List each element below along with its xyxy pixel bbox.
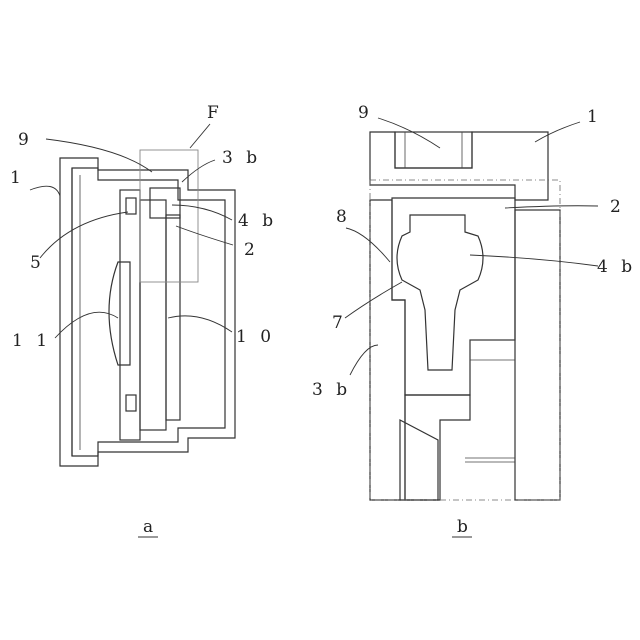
label-b-part-1: 1 bbox=[587, 107, 602, 127]
figure-a: F 9 3 b 1 4 b 5 2 1 1 1 0 a bbox=[10, 103, 277, 537]
figure-b: 9 1 8 2 4 b 7 3 b b bbox=[312, 103, 636, 537]
label-part-5: 5 bbox=[30, 253, 45, 273]
label-b-part-3b: 3 b bbox=[312, 380, 351, 400]
internal-column bbox=[120, 188, 180, 440]
label-b-part-2: 2 bbox=[610, 197, 625, 217]
caption-b: b bbox=[457, 517, 468, 537]
label-part-10: 1 0 bbox=[236, 327, 275, 347]
label-b-part-4b: 4 b bbox=[597, 257, 636, 277]
housing-part-1 bbox=[60, 158, 235, 466]
label-part-1: 1 bbox=[10, 168, 25, 188]
label-b-part-9: 9 bbox=[358, 103, 373, 123]
label-part-9: 9 bbox=[18, 130, 33, 150]
lower-plate bbox=[400, 420, 438, 500]
housing-part-1-detail bbox=[370, 132, 548, 200]
label-part-3b: 3 b bbox=[222, 148, 261, 168]
label-b-part-7: 7 bbox=[332, 313, 347, 333]
label-part-11: 1 1 bbox=[12, 331, 51, 351]
label-detail-f: F bbox=[207, 103, 223, 123]
label-part-2: 2 bbox=[244, 240, 259, 260]
label-part-4b: 4 b bbox=[238, 211, 277, 231]
right-components bbox=[465, 210, 560, 500]
caption-a: a bbox=[143, 517, 153, 537]
label-b-part-8: 8 bbox=[336, 207, 351, 227]
